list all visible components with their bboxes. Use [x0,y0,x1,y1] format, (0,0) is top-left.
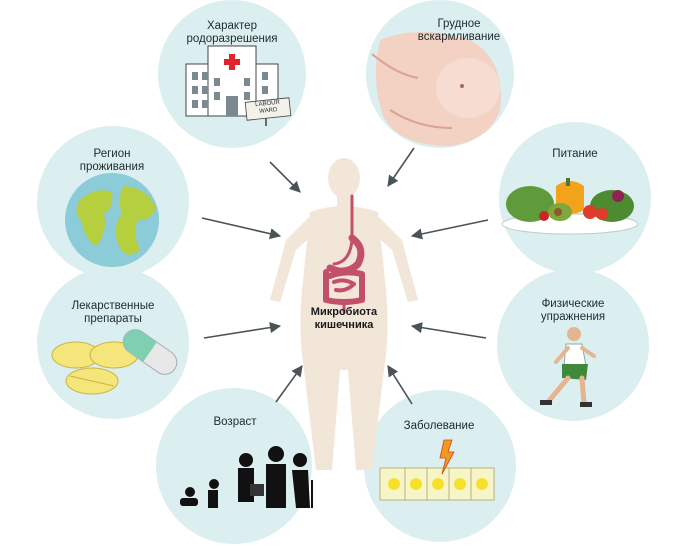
arrow-breastfeeding [387,147,415,187]
breastfeeding-icon [371,32,501,146]
food-icon [501,178,639,235]
gut-icon [323,194,365,314]
label-nutrition: Питание [552,148,598,160]
label-delivery: Характер родоразрешения [186,20,278,45]
label-disease: Заболевание [403,420,475,432]
label-age: Возраст [213,416,257,428]
label-drugs: Лекарственные препараты [71,300,155,325]
hospital-icon [185,45,292,126]
arrow-age [275,365,303,403]
circle-disease [364,390,516,542]
arrow-drugs [203,322,282,339]
arrow-nutrition [410,219,489,240]
runner-icon [540,327,596,407]
disease-icon [379,439,495,501]
label-exercise: Физические упражнения [540,298,606,323]
label-breastfeeding: Грудное вскармливание [417,18,501,43]
globe-icon [65,173,159,267]
arrow-disease [387,365,413,405]
human-body [270,158,418,470]
age-icon [180,446,313,508]
arrow-exercise [410,322,487,339]
label-region: Регион проживания [79,148,145,173]
circle-age [156,388,312,544]
arrow-delivery [269,161,301,193]
pills-icon [51,329,178,395]
arrow-region [201,217,282,240]
center-label: Микробиота кишечника [310,306,378,331]
arrows [201,147,489,405]
